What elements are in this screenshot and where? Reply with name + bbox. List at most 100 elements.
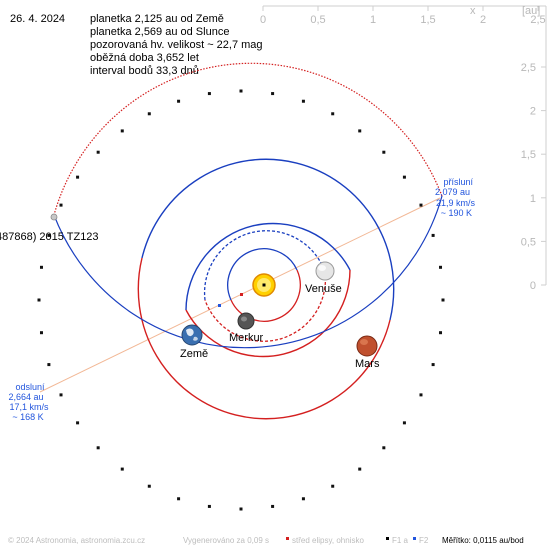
orbit-dot — [331, 112, 335, 116]
mercury-orbit-near — [227, 248, 298, 301]
y-tick-label: 0,5 — [521, 236, 536, 248]
legend-f1-swatch — [386, 537, 389, 540]
orbit-dot — [177, 99, 181, 103]
y-axis: 2,521,510,50 — [521, 6, 547, 292]
orbit-dot — [271, 92, 275, 96]
asteroid-label: 487868) 2015 TZ123 — [0, 231, 99, 243]
aphelion-title: odsluní — [15, 382, 45, 392]
venus-label: Venuše — [305, 283, 342, 295]
venus-icon — [315, 261, 335, 281]
y-tick-label: 1,5 — [521, 149, 536, 161]
earth-orbit-near — [185, 222, 351, 311]
orbit-dot — [441, 298, 445, 302]
mars-label: Mars — [355, 358, 380, 370]
earth-icon — [181, 324, 203, 346]
orbit-dot — [76, 421, 80, 425]
orbit-dot — [96, 150, 100, 154]
orbit-dot — [402, 175, 406, 179]
x-tick-label: 0,5 — [310, 14, 325, 26]
orbit-dot — [431, 363, 435, 367]
aphelion-temperature: ~ 168 K — [12, 412, 43, 422]
y-tick-label: 2,5 — [521, 62, 536, 74]
mercury-orbit-far — [230, 269, 301, 322]
y-tick-label: 0 — [530, 280, 536, 292]
earth-orbit-far — [185, 269, 351, 358]
aphelion-distance: 2,664 au — [8, 392, 43, 402]
asteroid-orbit-remaining — [53, 62, 443, 216]
copyright-text: © 2024 Astronomia, astronomia.zcu.cz — [8, 536, 145, 545]
perihelion-distance: 2,079 au — [435, 187, 470, 197]
mercury-icon — [237, 312, 255, 330]
perihelion-info: přísluní 2,079 au 21,9 km/s ~ 190 K — [435, 177, 476, 218]
orbit-dot — [76, 175, 80, 179]
info-line-interval: interval bodů 33,3 dnů — [90, 65, 199, 77]
perihelion-speed: 21,9 km/s — [436, 198, 476, 208]
legend-center-swatch — [286, 537, 289, 540]
orbit-dot — [39, 265, 43, 269]
orbit-dot — [147, 484, 151, 488]
orbit-dot — [147, 112, 151, 116]
earth-label: Země — [180, 348, 208, 360]
info-line-magnitude: pozorovaná hv. velikost ~ 22,7 mag — [90, 39, 263, 51]
asteroid-icon — [50, 213, 58, 221]
orbit-dot — [59, 393, 63, 397]
info-line-earth-distance: planetka 2,125 au od Země — [90, 13, 224, 25]
orbit-dot — [47, 363, 51, 367]
orbit-dot — [358, 467, 362, 471]
orbit-dot — [358, 129, 362, 133]
orbit-dot — [382, 446, 386, 450]
sun-icon — [252, 273, 276, 297]
unit-label: [au] — [522, 5, 540, 17]
venus-orbit-near — [203, 230, 326, 301]
orbit-dot — [120, 467, 124, 471]
focus-f2-marker — [218, 304, 221, 307]
mars-icon — [356, 335, 378, 357]
scale-text: Měřítko: 0,0115 au/bod — [442, 536, 524, 545]
orbit-dot — [239, 89, 243, 93]
orbit-dot — [239, 507, 243, 511]
info-line-sun-distance: planetka 2,569 au od Slunce — [90, 26, 229, 38]
y-tick-label: 2 — [530, 106, 536, 118]
orbit-dot — [301, 497, 305, 501]
orbit-dot — [431, 233, 435, 237]
aphelion-info: odsluní 2,664 au 17,1 km/s ~ 168 K — [8, 382, 49, 422]
orbit-dot — [120, 129, 124, 133]
venus-orbit-far — [204, 271, 327, 342]
orbit-dot — [207, 504, 211, 508]
perihelion-title: přísluní — [443, 177, 473, 187]
asteroid-orbit-traveled — [53, 195, 443, 349]
orbit-dot — [177, 497, 181, 501]
orbit-dot — [39, 331, 43, 335]
x-tick-label: 0 — [260, 14, 266, 26]
x-axis-label: x — [470, 5, 476, 17]
x-tick-label: 2,5 — [530, 14, 545, 26]
aphelion-speed: 17,1 km/s — [9, 402, 49, 412]
orbit-dot — [382, 150, 386, 154]
generated-text: Vygenerováno za 0,09 s — [183, 536, 269, 545]
legend-f2-label: F2 — [419, 536, 429, 545]
legend-f2-swatch — [413, 537, 416, 540]
legend-f1-label: F1 a — [392, 536, 409, 545]
ellipse-center-marker — [240, 293, 243, 296]
orbit-dot — [207, 92, 211, 96]
orbit-dot — [439, 331, 443, 335]
perihelion-temperature: ~ 190 K — [441, 208, 472, 218]
orbit-dot — [37, 298, 41, 302]
info-line-period: oběžná doba 3,652 let — [90, 52, 199, 64]
orbit-dot — [419, 203, 423, 207]
orbit-dot — [439, 265, 443, 269]
orbit-dot — [301, 99, 305, 103]
mercury-label: Merkur — [229, 332, 264, 344]
mars-orbit-near — [141, 158, 395, 321]
orbit-dot — [271, 504, 275, 508]
orbit-dot — [331, 484, 335, 488]
x-tick-label: 2 — [480, 14, 486, 26]
orbit-position-dots — [37, 89, 445, 511]
orbit-dot — [59, 203, 63, 207]
legend-center-label: střed elipsy, ohnisko — [292, 536, 364, 545]
orbit-dot — [402, 421, 406, 425]
x-tick-label: 1 — [370, 14, 376, 26]
orbit-dot — [419, 393, 423, 397]
